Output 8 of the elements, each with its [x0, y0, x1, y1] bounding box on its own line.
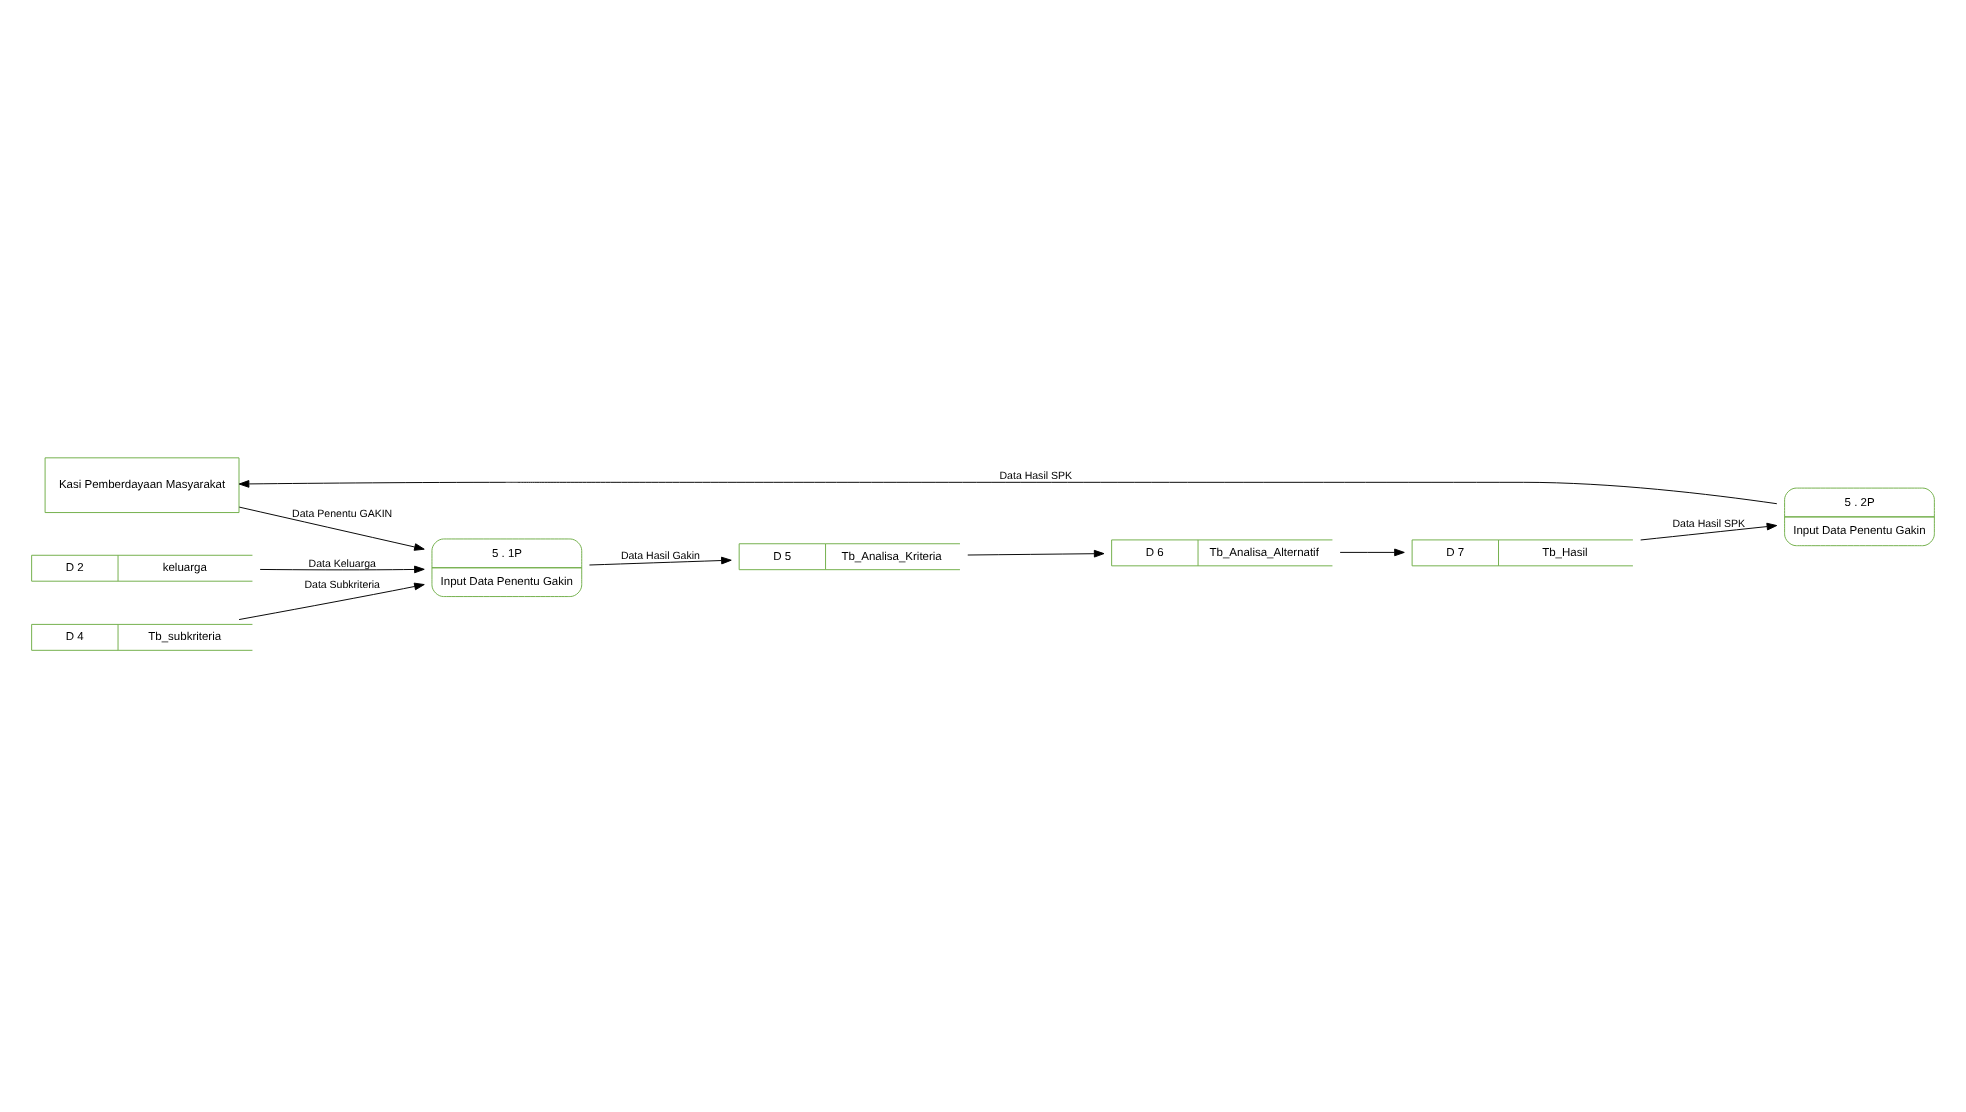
arrow: [967, 549, 1105, 558]
arrow: [238, 582, 425, 621]
arrow: [1640, 522, 1778, 541]
arrow: [1339, 548, 1405, 557]
arrow: [238, 480, 1778, 505]
arrow: [238, 506, 425, 551]
arrow: [259, 565, 425, 574]
arrow: [588, 556, 732, 566]
